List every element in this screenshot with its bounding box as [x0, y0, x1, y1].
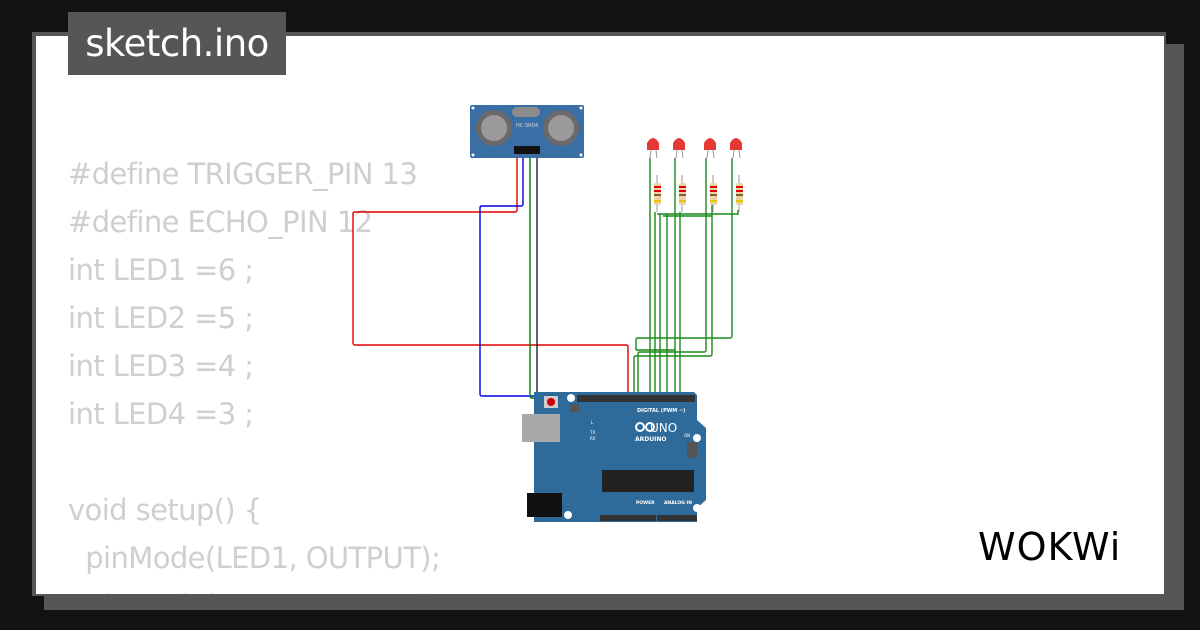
wire-led: [637, 158, 707, 520]
code-line: #define ECHO_PIN 12: [68, 205, 373, 239]
tx-label: TX: [589, 430, 595, 435]
sensor-label: HC-SR04: [516, 123, 538, 129]
led-3[interactable]: [704, 138, 716, 159]
code-preview: #define TRIGGER_PIN 13 #define ECHO_PIN 1…: [68, 150, 441, 594]
l-label: L: [591, 420, 594, 425]
resistor-4[interactable]: [736, 175, 743, 212]
code-line: #define TRIGGER_PIN 13: [68, 157, 418, 191]
brand-label: ARDUINO: [635, 436, 666, 443]
model-label: UNO: [650, 421, 677, 435]
rx-label: RX: [590, 436, 596, 441]
wire-vcc: [352, 152, 629, 518]
wire-gnd2: [633, 200, 713, 520]
analog-label: ANALOG IN: [664, 500, 692, 506]
arduino-logo-icon: [635, 422, 655, 432]
code-line: pinMode(LED2, OUTPUT);: [68, 582, 441, 594]
code-line: int LED2 =5 ;: [68, 301, 254, 335]
wire-trig: [479, 152, 538, 397]
code-line: void setup() {: [68, 493, 262, 527]
wires: [352, 152, 739, 520]
resistor-2[interactable]: [679, 175, 686, 212]
on-label: ON: [684, 433, 690, 438]
arduino-uno-board[interactable]: DIGITAL (PWM ~) ARDUINO UNO ON TX RX L P…: [522, 392, 706, 522]
wire-echo: [529, 152, 560, 399]
led-4[interactable]: [730, 138, 742, 159]
code-line: int LED1 =6 ;: [68, 253, 254, 287]
wokwi-logo: WOKWi: [978, 525, 1122, 569]
wire-led-bus: [657, 210, 739, 215]
preview-card: #define TRIGGER_PIN 13 #define ECHO_PIN 1…: [32, 32, 1166, 596]
ultrasonic-sensor[interactable]: HC-SR04: [470, 105, 584, 158]
led-group: [647, 138, 742, 159]
resistor-group: [654, 175, 743, 212]
code-line: int LED4 =3 ;: [68, 397, 254, 431]
resistor-1[interactable]: [654, 175, 661, 212]
code-line: pinMode(LED1, OUTPUT);: [68, 541, 441, 575]
file-title-tab: sketch.ino: [68, 12, 286, 75]
resistor-3[interactable]: [710, 175, 717, 212]
led-1[interactable]: [647, 138, 659, 159]
digital-label: DIGITAL (PWM ~): [637, 408, 685, 414]
power-label: POWER: [636, 500, 655, 506]
led-2[interactable]: [673, 138, 685, 159]
wire-led: [635, 158, 733, 350]
code-line: int LED3 =4 ;: [68, 349, 254, 383]
